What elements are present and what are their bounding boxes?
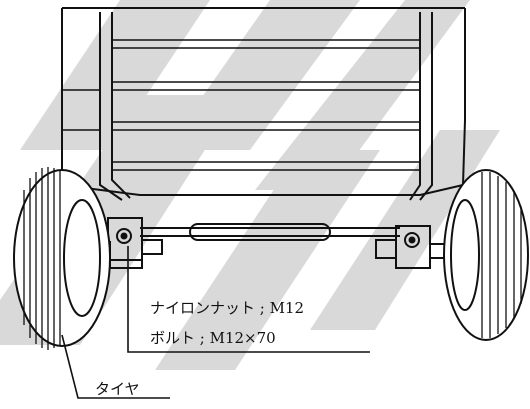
- axle-sleeve: [189, 223, 331, 241]
- right-bolt-head: [404, 232, 420, 248]
- bg-stripe-6: [310, 130, 500, 330]
- body-bottom-edge: [61, 184, 464, 196]
- right-tire-tread: [481, 172, 522, 338]
- bolt-leader-line: [127, 246, 370, 353]
- left-bolt-center: [120, 232, 128, 240]
- left-bolt-head: [116, 228, 132, 244]
- leader-lines: [61, 246, 370, 399]
- body-slats: [62, 39, 420, 171]
- bg-stripe-5: [155, 150, 380, 370]
- body-right-edge: [462, 8, 466, 186]
- bolt-label: ボルト ; M12×70: [150, 329, 276, 347]
- bg-stripe-1: [20, 0, 210, 150]
- right-nut: [375, 239, 397, 259]
- left-tire-tread: [23, 167, 61, 350]
- left-nut: [141, 239, 163, 255]
- right-bracket: [375, 225, 455, 269]
- nut-label: ナイロンナット ; M12: [150, 299, 304, 317]
- cart-body: [61, 7, 466, 201]
- right-tire: [443, 169, 529, 341]
- right-tire-inner: [450, 199, 480, 311]
- left-tire: [13, 167, 111, 350]
- left-post: [99, 12, 131, 201]
- right-bolt-center: [408, 236, 416, 244]
- right-post: [409, 12, 433, 201]
- right-tire-outer: [443, 169, 529, 341]
- left-tire-outer: [13, 169, 111, 347]
- tire-leader-line: [61, 334, 170, 399]
- tire-label: タイヤ: [95, 380, 140, 398]
- axle: [140, 223, 400, 241]
- left-tire-inner: [63, 199, 101, 317]
